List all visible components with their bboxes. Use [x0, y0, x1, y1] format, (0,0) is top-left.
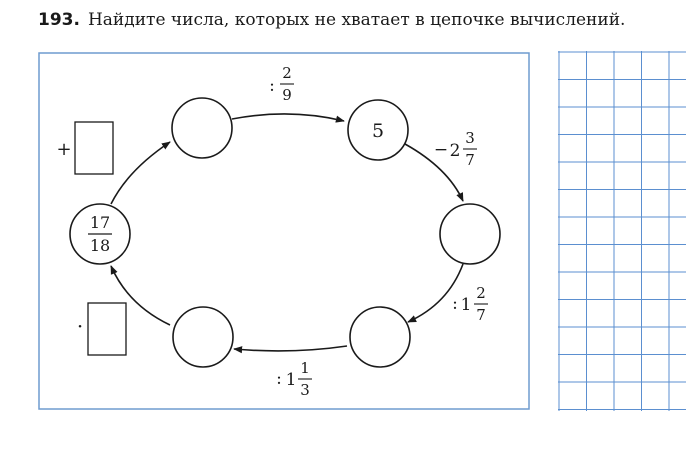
- operation-bottom-left-sign: ·: [77, 314, 83, 338]
- task-header: 193. Найдите числа, которых не хватает в …: [38, 10, 625, 30]
- operation-top-right: − 2 3 7: [434, 129, 477, 169]
- operation-top-left-sign: +: [56, 139, 71, 160]
- operation-top-right-sign: −: [434, 140, 448, 160]
- operation-bottom-denominator: 3: [300, 381, 310, 399]
- node-left-fraction: 17 18: [88, 213, 112, 255]
- operation-bottom-right: : 1 2 7: [452, 284, 488, 324]
- operation-bottom-right-whole: 1: [461, 295, 472, 315]
- operation-top-right-whole: 2: [450, 141, 461, 161]
- answer-grid-lines: [558, 51, 686, 411]
- node-top-right-value: 5: [372, 120, 384, 142]
- arrow-top: [231, 113, 345, 123]
- operation-top: : 2 9: [269, 64, 294, 104]
- diagram-frame: [38, 52, 530, 410]
- operation-top-left: +: [56, 121, 114, 175]
- arrow-top-right: [404, 143, 464, 202]
- answer-grid[interactable]: [558, 51, 686, 411]
- operation-bottom-numerator: 1: [300, 359, 310, 377]
- operation-bottom-left-answer-box[interactable]: [87, 302, 127, 356]
- operation-bottom-whole: 1: [286, 370, 297, 390]
- node-right[interactable]: [439, 203, 501, 265]
- operation-bottom: : 1 1 3: [276, 359, 312, 399]
- operation-top-left-answer-box[interactable]: [74, 121, 114, 175]
- operation-bottom-right-numerator: 2: [476, 284, 486, 302]
- operation-bottom-right-denominator: 7: [476, 306, 486, 324]
- operation-bottom-right-sign: :: [452, 294, 458, 314]
- arrow-bottom-left: [110, 265, 171, 326]
- node-left-denominator: 18: [90, 236, 110, 255]
- task-instruction: Найдите числа, которых не хватает в цепо…: [87, 10, 626, 30]
- operation-top-sign: :: [269, 76, 275, 96]
- operation-top-right-numerator: 3: [465, 129, 475, 147]
- node-bottom-right[interactable]: [349, 306, 411, 368]
- task-number: 193.: [38, 10, 80, 30]
- arrow-bottom: [233, 345, 348, 354]
- operation-top-denominator: 9: [282, 86, 292, 104]
- node-top-right[interactable]: [347, 99, 409, 161]
- arrow-top-left: [110, 141, 171, 205]
- operation-bottom-sign: :: [276, 369, 282, 389]
- operation-top-right-denominator: 7: [465, 151, 475, 169]
- arrow-bottom-right: [407, 263, 464, 323]
- operation-top-numerator: 2: [282, 64, 292, 82]
- operation-bottom-left: ·: [77, 302, 127, 356]
- node-bottom-left[interactable]: [172, 306, 234, 368]
- node-left-numerator: 17: [90, 213, 110, 232]
- node-top-left[interactable]: [171, 97, 233, 159]
